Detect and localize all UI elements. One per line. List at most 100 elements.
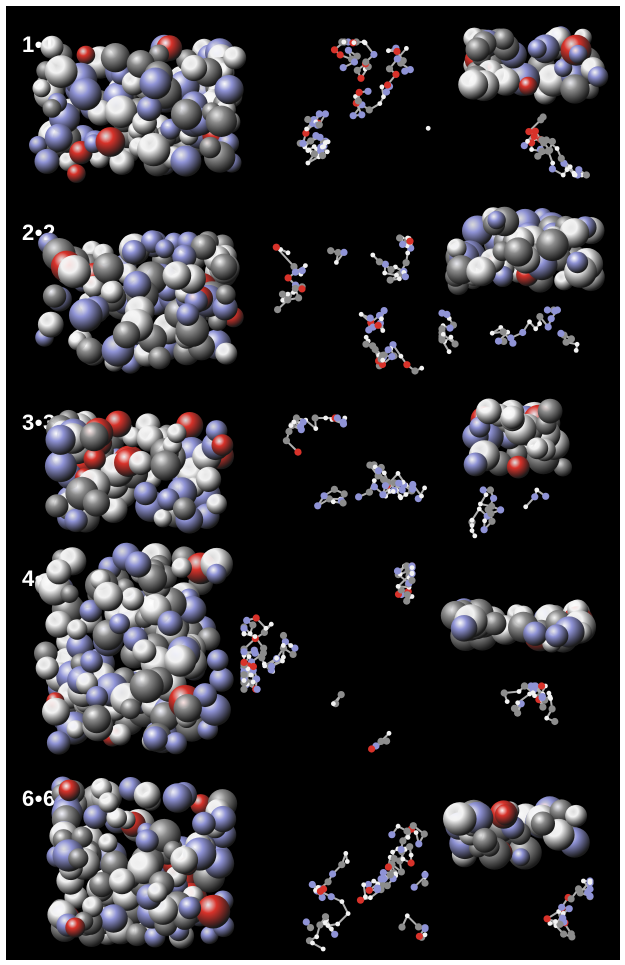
atom-sphere <box>85 686 109 709</box>
atom-ball <box>415 932 423 940</box>
atom-ball <box>314 502 322 510</box>
row-2: 2•2 <box>6 194 620 384</box>
atom-sphere <box>40 35 64 59</box>
atom-ball <box>384 346 392 354</box>
atom-ball <box>398 353 404 359</box>
atom-ball <box>551 307 559 315</box>
atom-ball <box>397 868 405 876</box>
atom-ball <box>364 87 372 95</box>
atom-sphere <box>83 805 108 829</box>
atom-sphere <box>67 164 86 183</box>
atom-ball <box>284 274 292 282</box>
atom-ball <box>396 234 404 242</box>
atom-ball <box>380 307 388 315</box>
atom-sphere <box>35 656 59 680</box>
ball-and-stick-model <box>238 560 418 755</box>
atom-sphere <box>57 255 91 289</box>
atom-ball <box>316 921 324 929</box>
atom-sphere <box>178 896 202 920</box>
atom-ball <box>554 146 560 151</box>
atom-sphere <box>465 37 490 62</box>
atom-sphere <box>120 587 145 611</box>
atom-ball <box>401 67 409 75</box>
atom-sphere <box>99 904 128 933</box>
atom-ball <box>425 125 431 131</box>
atom-ball <box>330 485 338 493</box>
atom-sphere <box>170 145 202 177</box>
atom-ball <box>383 882 391 890</box>
side-view-space-filling <box>461 394 576 479</box>
atom-ball <box>259 649 267 657</box>
atom-ball <box>499 328 507 336</box>
atom-sphere <box>112 321 141 349</box>
atom-sphere <box>129 669 164 704</box>
atom-ball <box>366 461 374 469</box>
atom-ball <box>249 662 257 671</box>
atom-sphere <box>523 621 548 646</box>
atom-ball <box>557 329 565 337</box>
atom-sphere <box>135 829 159 853</box>
atom-sphere <box>172 497 196 521</box>
atom-ball <box>379 316 384 322</box>
atom-ball <box>371 878 377 884</box>
atom-ball <box>345 911 351 916</box>
atom-ball <box>546 146 554 154</box>
atom-ball <box>393 47 401 55</box>
side-view-ball-and-stick <box>431 680 616 735</box>
atom-ball <box>409 822 417 830</box>
atom-ball <box>556 920 564 928</box>
atom-ball <box>370 50 378 59</box>
atom-ball <box>355 493 363 501</box>
atom-ball <box>365 886 373 894</box>
atom-ball <box>504 699 510 704</box>
atom-ball <box>480 526 488 534</box>
atom-ball <box>531 493 539 501</box>
atom-ball <box>361 39 367 45</box>
space-filling-model <box>34 229 244 374</box>
atom-ball <box>548 705 556 713</box>
atom-ball <box>350 58 359 66</box>
side-view-space-filling <box>436 206 611 296</box>
atom-ball <box>381 260 389 268</box>
atom-ball <box>339 499 347 507</box>
atom-ball <box>415 840 423 848</box>
atom-sphere <box>66 720 85 739</box>
atom-ball <box>537 321 542 327</box>
atom-ball <box>403 361 411 369</box>
atom-ball <box>482 518 487 524</box>
atom-ball <box>440 332 446 337</box>
atom-ball <box>409 565 415 570</box>
atom-sphere <box>95 127 126 157</box>
atom-ball <box>534 487 540 493</box>
row-3: 3•3 <box>6 384 620 574</box>
atom-sphere <box>123 270 152 299</box>
atom-ball <box>319 152 327 160</box>
atom-ball <box>364 880 372 889</box>
atom-ball <box>320 946 326 952</box>
atom-ball <box>280 297 286 303</box>
atom-ball <box>397 276 402 282</box>
atom-ball <box>356 896 365 904</box>
atom-ball <box>310 940 315 946</box>
atom-ball <box>542 492 550 500</box>
atom-sphere <box>530 811 555 836</box>
atom-ball <box>550 160 556 166</box>
atom-ball <box>573 348 579 353</box>
atom-ball <box>548 165 556 173</box>
atom-sphere <box>42 697 70 726</box>
atom-sphere <box>76 337 103 364</box>
atom-sphere <box>215 342 238 365</box>
atom-ball <box>353 52 361 60</box>
atom-ball <box>296 423 305 431</box>
atom-ball <box>568 933 576 941</box>
ball-and-stick-model <box>256 232 446 377</box>
atom-ball <box>567 335 575 343</box>
atom-ball <box>358 111 366 119</box>
atom-sphere <box>45 610 73 638</box>
atom-ball <box>380 476 388 484</box>
atom-ball <box>320 492 328 500</box>
row-1: 1•1 <box>6 6 620 196</box>
atom-sphere <box>536 228 569 262</box>
atom-ball <box>280 643 286 648</box>
atom-ball <box>395 479 403 487</box>
